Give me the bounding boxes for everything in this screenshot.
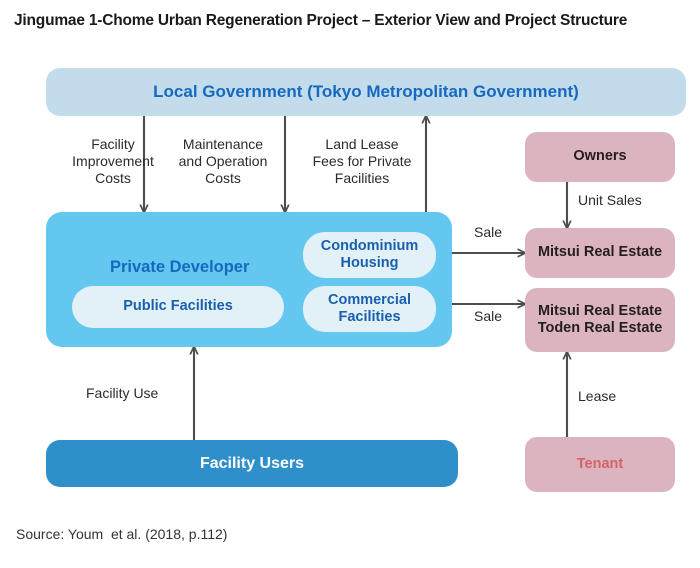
node-condominium-housing[interactable]: Condominium Housing [303, 232, 436, 278]
node-owners[interactable]: Owners [525, 132, 675, 182]
edge-label-unit-sales: Unit Sales [578, 192, 642, 208]
edge-label-facility-improvement-costs: Facility Improvement Costs [72, 136, 154, 187]
edge-label-lease: Lease [578, 388, 617, 404]
node-facility-users[interactable]: Facility Users [46, 440, 458, 487]
edge-label-facility-use: Facility Use [86, 385, 159, 401]
edge-label-land-lease-fees: Land Lease Fees for Private Facilities [312, 136, 412, 187]
page-title: Jingumae 1-Chome Urban Regeneration Proj… [14, 12, 628, 29]
node-local-government[interactable]: Local Government (Tokyo Metropolitan Gov… [46, 68, 686, 116]
edge-label-sale-lower: Sale [473, 308, 503, 324]
private-developer-label: Private Developer [110, 258, 250, 276]
node-public-facilities[interactable]: Public Facilities [72, 286, 284, 328]
source-caption: Source: Youm et al. (2018, p.112) [16, 526, 228, 542]
edge-label-maintenance-operation-costs: Maintenance and Operation Costs [178, 136, 268, 187]
node-mitsui-real-estate[interactable]: Mitsui Real Estate [525, 228, 675, 278]
node-mitsui-toden-real-estate[interactable]: Mitsui Real Estate Toden Real Estate [525, 288, 675, 352]
node-tenant[interactable]: Tenant [525, 437, 675, 492]
edge-label-sale-upper: Sale [473, 224, 503, 240]
node-commercial-facilities[interactable]: Commercial Facilities [303, 286, 436, 332]
